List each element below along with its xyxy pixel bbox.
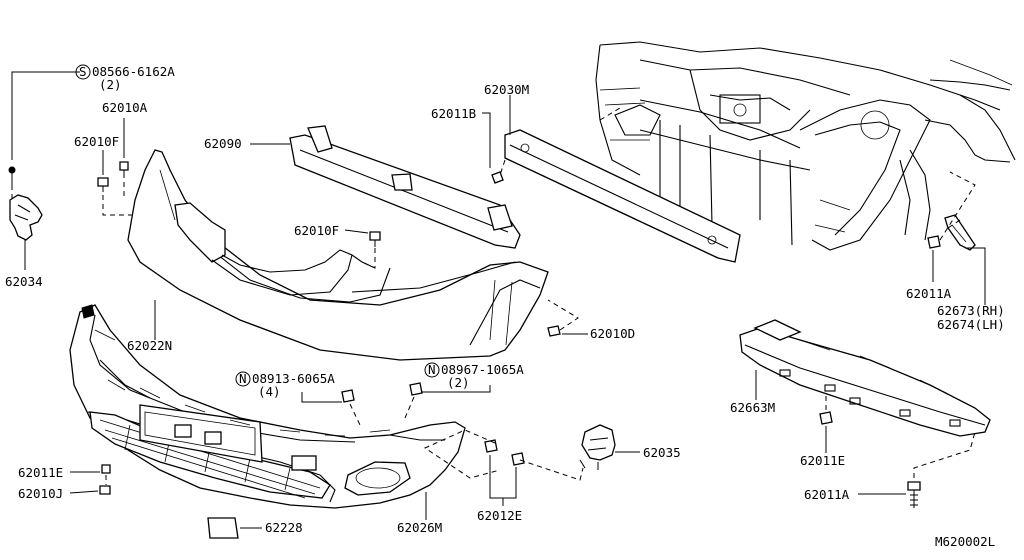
label-62035: 62035 [643, 445, 681, 460]
callout-s-prefix: S [79, 64, 87, 79]
front-bumper-reinforcement-62030M [504, 129, 741, 263]
label-62010J: 62010J [18, 486, 63, 501]
diagram-id: M620002L [935, 534, 995, 549]
label-62034: 62034 [5, 274, 43, 289]
label-62030M: 62030M [484, 82, 529, 97]
label-08566-6162A: 08566-6162A [92, 64, 175, 79]
leader-lines [11, 71, 986, 529]
callout-n-prefix: N [239, 371, 247, 386]
label-62026M: 62026M [397, 520, 442, 535]
label-62011A-bottom: 62011A [804, 487, 850, 502]
label-62228: 62228 [265, 520, 303, 535]
label-08913-qty: (4) [258, 384, 281, 399]
fasteners [97, 161, 941, 539]
front-bumper-upper-62022N [127, 149, 549, 361]
label-08913-6065A: 08913-6065A [252, 371, 335, 386]
label-62010F-mid: 62010F [294, 223, 339, 238]
bracket-62035 [579, 424, 616, 470]
front-undercover-62663M [739, 319, 991, 437]
bracket-62673-62674 [944, 214, 976, 251]
label-62090: 62090 [204, 136, 242, 151]
label-62011E-right: 62011E [800, 453, 845, 468]
label-62010A: 62010A [102, 100, 148, 115]
label-62022N: 62022N [127, 338, 172, 353]
bracket-62034 [8, 166, 43, 241]
front-bumper-absorber-62090 [289, 125, 521, 249]
callout-s-symbol [75, 64, 91, 80]
label-62011A-right: 62011A [906, 286, 952, 301]
label-08967-qty: (2) [447, 375, 470, 390]
front-bumper-fascia-62026M [69, 304, 466, 509]
label-62010F-left: 62010F [74, 134, 119, 149]
callout-n2-prefix: N [428, 362, 436, 377]
label-62663M: 62663M [730, 400, 775, 415]
callout-n-symbol [235, 371, 251, 387]
label-62011B: 62011B [431, 106, 476, 121]
label-62673: 62673(RH) [937, 303, 1005, 318]
label-62011E-left: 62011E [18, 465, 63, 480]
label-08566-qty: (2) [99, 77, 122, 92]
label-62674: 62674(LH) [937, 317, 1005, 332]
label-62012E: 62012E [477, 508, 522, 523]
part-labels: S 08566-6162A (2) 62010A 62010F 62034 62… [5, 64, 1005, 549]
alignment-dashed-lines [11, 107, 976, 485]
label-62010D: 62010D [590, 326, 635, 341]
callout-n2-symbol [424, 362, 440, 378]
label-08967-1065A: 08967-1065A [441, 362, 524, 377]
